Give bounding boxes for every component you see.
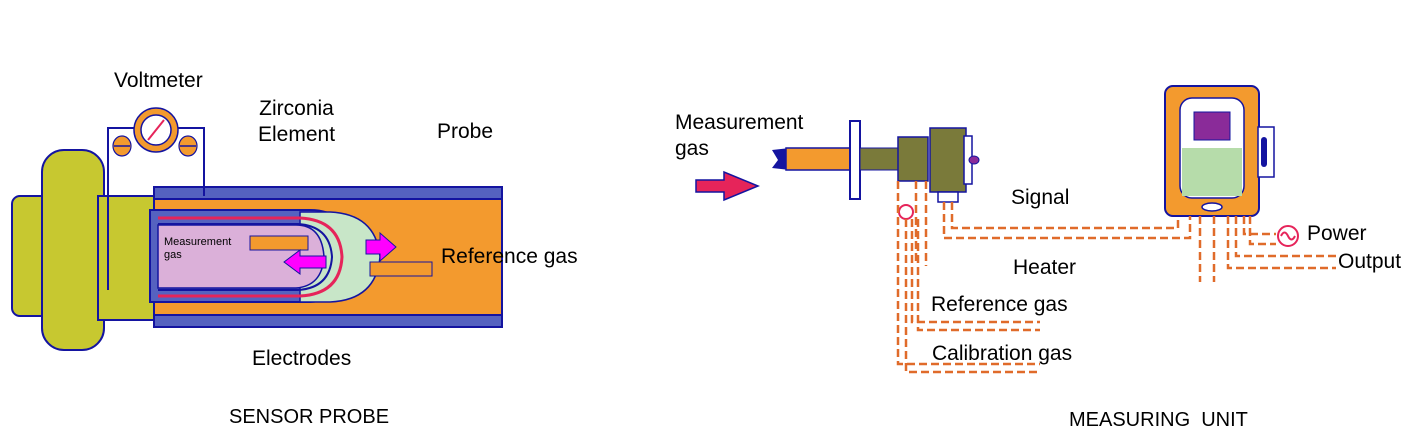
heater-wire [914,181,928,266]
measurement-gas-arrow [695,170,760,202]
power-line [1242,216,1276,236]
reference-flow-bar [369,261,433,277]
analyzer-button [1201,202,1223,212]
wiring [896,181,1336,374]
electrode-outer [158,216,344,298]
probe-label: Probe [437,120,494,143]
analyzer-display-screen [1193,111,1231,141]
signal-wire-2 [942,202,1192,240]
probe-cable-gland [937,191,959,203]
measurement-flow-arrow [283,249,327,275]
probe-head [929,127,967,193]
reference-gas-label-left: Reference gas [441,245,578,268]
analyzer-side-knob [1261,137,1267,167]
measurement-gas-inner-label: Measurement gas [164,236,232,261]
power-line-2 [1248,216,1276,246]
reference-gas-line-2 [910,219,1040,324]
probe-mount-flange [849,120,861,200]
calibration-gas-line-2 [896,181,1040,366]
probe-wall-top [153,186,503,200]
reference-gas-port [898,204,914,220]
signal-label: Signal [1011,186,1070,209]
electrode-inner [158,223,334,291]
measuring-unit-caption: MEASURING UNIT [1069,409,1248,431]
voltmeter-icon [112,107,198,157]
probe-connector [897,136,929,182]
heater-label: Heater [1013,256,1077,279]
measurement-gas-label-right: Measurement gas [675,111,804,161]
sensor-probe-caption: SENSOR PROBE [229,406,390,428]
voltmeter-label: Voltmeter [114,69,203,92]
probe-flange-neck [97,195,155,321]
ac-power-icon [1277,225,1299,247]
analyzer-display-panel [1182,148,1242,196]
probe-body [859,147,901,171]
reference-gas-line [916,219,1040,332]
zirconia-element-label: Zirconia Element [258,97,336,147]
output-label: Output [1338,250,1402,273]
sensor-probe [11,107,503,351]
power-label: Power [1307,222,1367,245]
probe-wall-bottom [153,314,503,328]
signal-wire [950,202,1180,230]
reference-gas-label-right: Reference gas [931,293,1068,316]
reference-flow-arrow [365,231,397,263]
measuring-unit [695,85,1336,374]
probe-flange [41,149,105,351]
output-line [1226,216,1336,270]
probe-head-nut [968,155,980,165]
output-line-2 [1234,216,1336,258]
calibration-gas-label: Calibration gas [932,342,1073,365]
measurement-flow-bar [249,235,309,251]
electrodes-label: Electrodes [252,347,352,370]
calibration-gas-line [904,219,1040,374]
